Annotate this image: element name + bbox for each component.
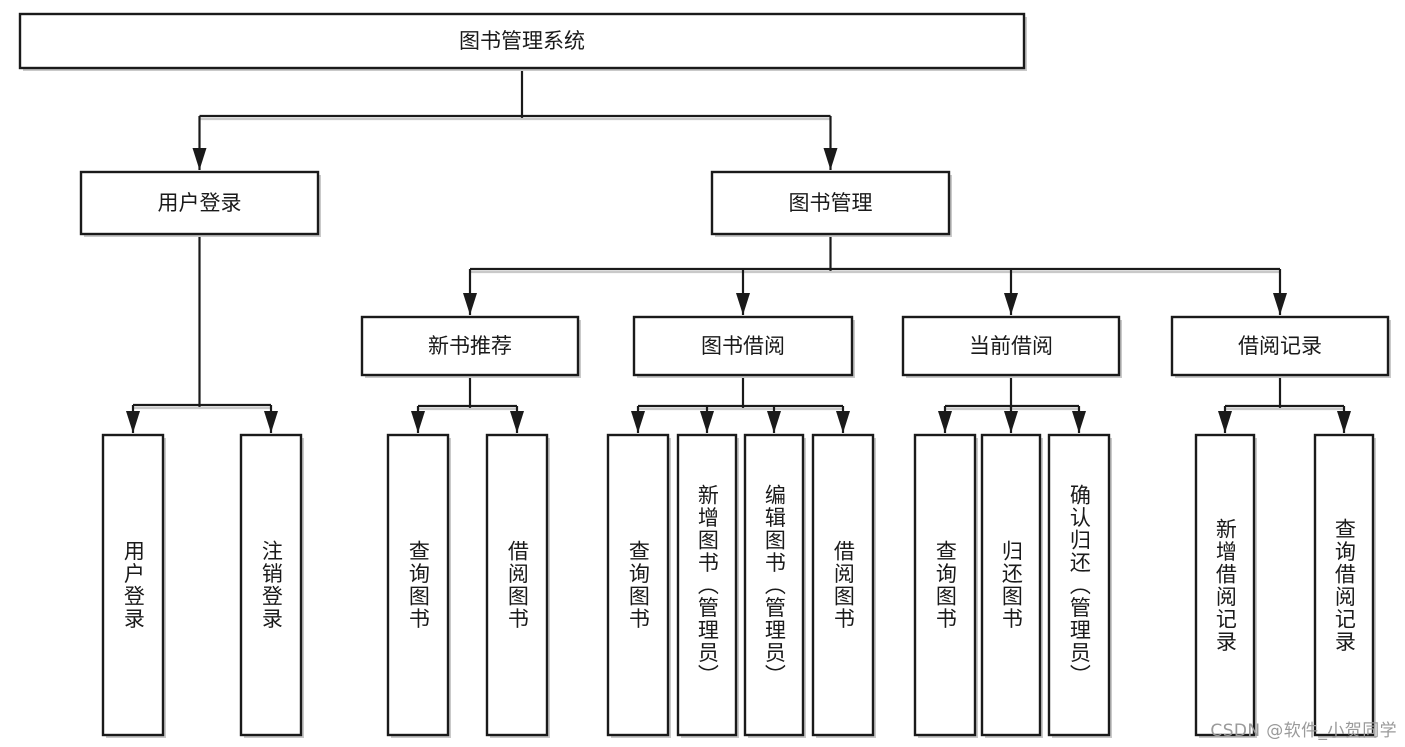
node-label: 当前借阅 xyxy=(969,334,1053,358)
node-box-current-borrow[interactable] xyxy=(901,315,1121,377)
node-label: 图书管理系统 xyxy=(459,29,585,53)
node-box-new-book-recommend[interactable] xyxy=(360,315,580,377)
node-box-leaf-add-record[interactable] xyxy=(1194,433,1256,737)
arrow-head-icon xyxy=(836,411,850,433)
arrow-head-icon xyxy=(126,411,140,433)
connector-layer xyxy=(126,68,1351,433)
arrow-head-icon xyxy=(938,411,952,433)
node-box-leaf-add-book[interactable] xyxy=(676,433,738,737)
node-box-leaf-query-book-2[interactable] xyxy=(606,433,670,737)
arrow-head-icon xyxy=(1004,411,1018,433)
arrow-head-icon xyxy=(767,411,781,433)
arrow-head-icon xyxy=(192,148,207,170)
node-box-leaf-query-record[interactable] xyxy=(1313,433,1375,737)
arrow-head-icon xyxy=(264,411,278,433)
arrow-head-icon xyxy=(700,411,714,433)
watermark-text: CSDN @软件_小贺同学 xyxy=(1210,721,1397,741)
node-box-leaf-return-book[interactable] xyxy=(980,433,1042,737)
node-label: 图书管理 xyxy=(789,191,873,215)
arrow-head-icon xyxy=(463,293,477,315)
arrow-head-icon xyxy=(1273,293,1287,315)
node-box-leaf-borrow-book-1[interactable] xyxy=(485,433,549,737)
arrow-head-icon xyxy=(411,411,425,433)
node-box-root[interactable] xyxy=(18,12,1026,70)
node-box-book-manage[interactable] xyxy=(710,170,951,236)
node-box-leaf-borrow-book-2[interactable] xyxy=(811,433,875,737)
node-box-leaf-query-book-3[interactable] xyxy=(913,433,977,737)
node-box-leaf-edit-book[interactable] xyxy=(743,433,805,737)
node-label: 新书推荐 xyxy=(428,334,512,358)
node-label: 用户登录 xyxy=(158,191,242,215)
node-box-leaf-user-login[interactable] xyxy=(101,433,165,737)
arrow-head-icon xyxy=(736,293,750,315)
node-box-borrow-record[interactable] xyxy=(1170,315,1390,377)
node-box-book-borrow[interactable] xyxy=(632,315,854,377)
node-box-leaf-logout[interactable] xyxy=(239,433,303,737)
arrow-head-icon xyxy=(1072,411,1086,433)
arrow-head-icon xyxy=(1004,293,1018,315)
node-box-leaf-confirm-return[interactable] xyxy=(1047,433,1111,737)
node-box-user-login[interactable] xyxy=(79,170,320,236)
arrow-head-icon xyxy=(823,148,838,170)
arrow-head-icon xyxy=(631,411,645,433)
node-label: 借阅记录 xyxy=(1238,334,1322,358)
arrow-head-icon xyxy=(1218,411,1232,433)
node-box-leaf-query-book-1[interactable] xyxy=(386,433,450,737)
arrow-head-icon xyxy=(510,411,524,433)
node-label: 图书借阅 xyxy=(701,334,785,358)
node-box-layer xyxy=(18,12,1391,738)
arrow-head-icon xyxy=(1337,411,1351,433)
